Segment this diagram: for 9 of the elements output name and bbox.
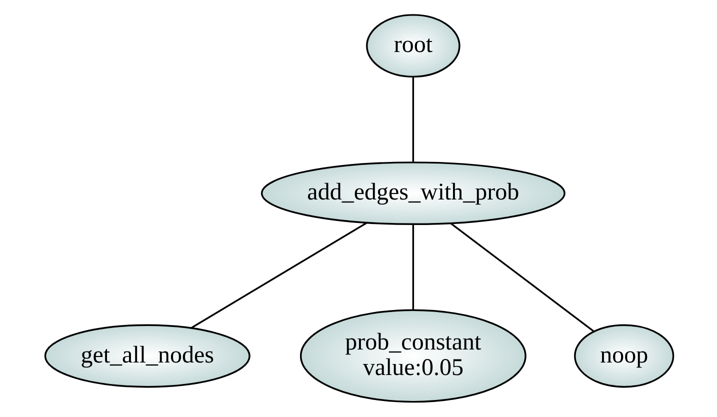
connector bbox=[190, 222, 367, 329]
connector bbox=[450, 222, 594, 332]
node-ellipse: get_all_nodes bbox=[44, 324, 250, 388]
connector bbox=[412, 224, 414, 310]
connector bbox=[412, 77, 414, 162]
node-ellipse: noop bbox=[574, 324, 674, 388]
node-ellipse: add_edges_with_prob bbox=[260, 162, 565, 226]
node-ellipse: root bbox=[366, 14, 460, 78]
node-ellipse: prob_constant value:0.05 bbox=[299, 309, 526, 403]
